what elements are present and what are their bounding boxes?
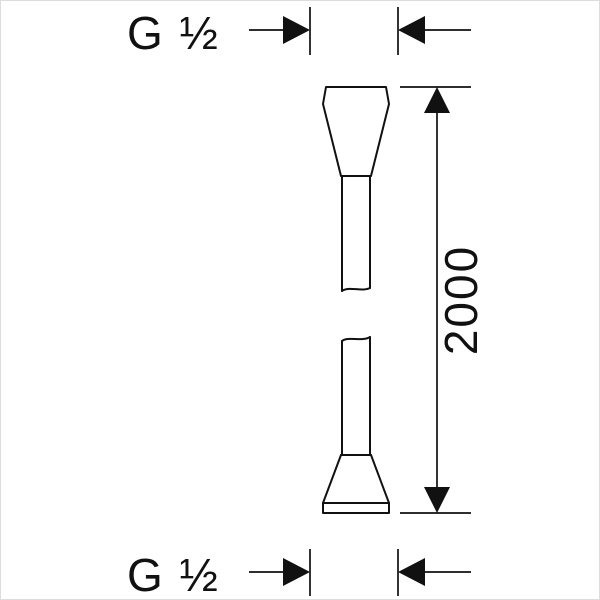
bottom-thread-label: G ½ [127,549,220,600]
bottom-connector [322,454,390,514]
top-connector [322,86,390,177]
hose-break-upper-cut [341,287,371,292]
arrowhead-pointing-right [283,16,310,44]
arrowhead-pointing-right [283,558,310,586]
arrowhead-pointing-left [398,558,425,586]
arrowhead-pointing-up [424,87,450,113]
hose-break-lower-cut [341,336,371,342]
bottom-thread-dimension: G ½ [127,549,471,600]
length-dimension: 2000 [400,86,487,514]
arrowhead-pointing-left [398,16,425,44]
arrowhead-pointing-down [424,487,450,513]
top-thread-label: G ½ [127,7,220,59]
length-label: 2000 [435,245,487,355]
hose-drawing [322,86,390,514]
top-thread-dimension: G ½ [127,7,471,59]
